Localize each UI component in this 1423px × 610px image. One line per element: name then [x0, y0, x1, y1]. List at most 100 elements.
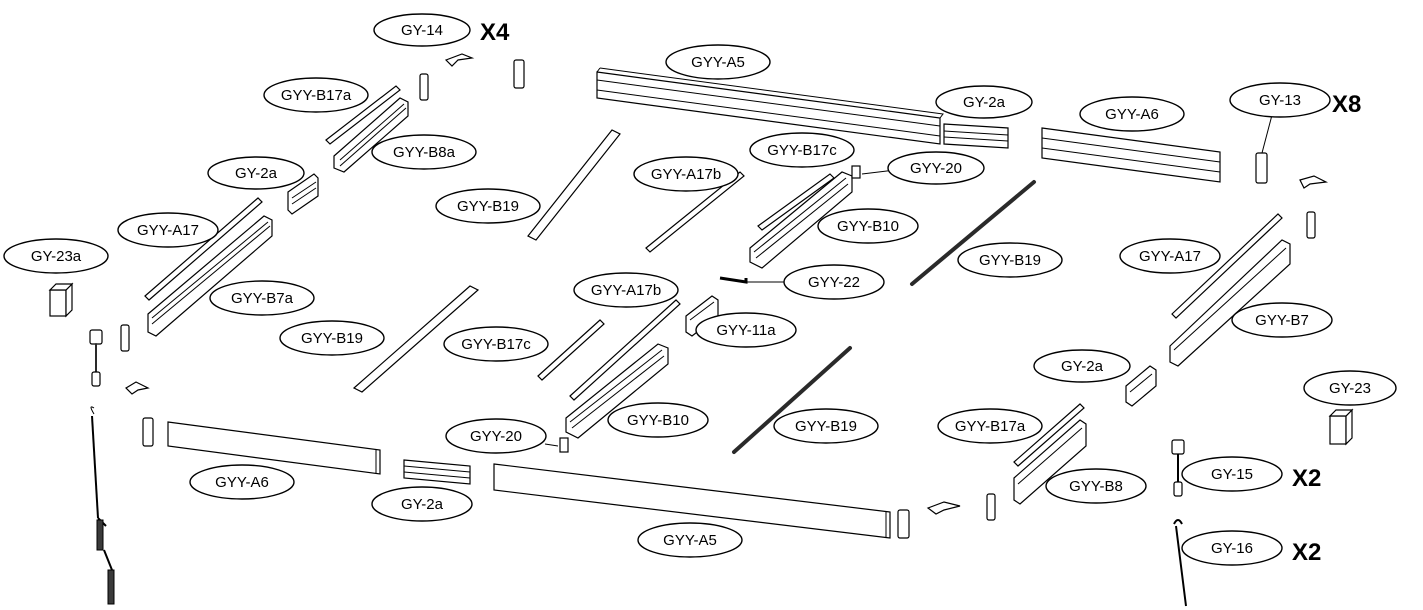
leader-lines: [544, 114, 1273, 447]
part-gy13-plates: [120, 59, 1316, 539]
svg-text:GYY-B17a: GYY-B17a: [281, 87, 352, 104]
label-gy15: GY-15: [1181, 456, 1283, 492]
svg-text:GYY-B7: GYY-B7: [1255, 312, 1309, 329]
part-gyy-b10-channels: [565, 171, 853, 439]
part-gyy-b19-rods: [352, 129, 1036, 454]
svg-text:GYY-B8: GYY-B8: [1069, 478, 1123, 495]
svg-text:GYY-22: GYY-22: [808, 274, 860, 291]
label-gyy-a17b-1: GYY-A17b: [633, 156, 739, 192]
part-gy14-brackets: [125, 53, 1329, 515]
part-gyy-b17a-left: [325, 85, 401, 145]
svg-text:GYY-B19: GYY-B19: [795, 418, 857, 435]
svg-text:GY-16: GY-16: [1211, 540, 1253, 557]
svg-text:GYY-A17: GYY-A17: [1139, 248, 1201, 265]
label-gyy-b10-2: GYY-B10: [607, 402, 709, 438]
part-gyy-a17-right: [1171, 213, 1283, 319]
part-gy15-right: [1171, 439, 1185, 497]
svg-text:GYY-B19: GYY-B19: [979, 252, 1041, 269]
label-gyy-20-bottom: GYY-20: [445, 418, 547, 454]
svg-text:GYY-A5: GYY-A5: [663, 532, 717, 549]
label-gyy-b17a-right: GYY-B17a: [937, 408, 1043, 444]
label-gyy-b8: GYY-B8: [1045, 468, 1147, 504]
label-gyy-b17c-1: GYY-B17c: [749, 132, 855, 168]
svg-text:GYY-20: GYY-20: [910, 160, 962, 177]
label-gy13: GY-13: [1229, 82, 1331, 118]
leader-gy13: [1261, 114, 1273, 154]
svg-text:GYY-B19: GYY-B19: [301, 330, 363, 347]
svg-text:GYY-A17: GYY-A17: [137, 222, 199, 239]
part-gyy-a6-top: [1041, 127, 1221, 183]
label-gy23a: GY-23a: [3, 238, 109, 274]
part-gy23a: [48, 282, 74, 318]
label-gyy-b19-2: GYY-B19: [957, 242, 1063, 278]
svg-text:GYY-B7a: GYY-B7a: [231, 290, 294, 307]
part-gyy-b7a: [147, 215, 273, 337]
svg-text:GYY-B8a: GYY-B8a: [393, 144, 456, 161]
svg-text:GYY-B19: GYY-B19: [457, 198, 519, 215]
svg-text:GYY-A17b: GYY-A17b: [651, 166, 721, 183]
qty-gy14: X4: [480, 19, 510, 46]
svg-text:GY-2a: GY-2a: [1061, 358, 1104, 375]
label-gyy-b19-1: GYY-B19: [435, 188, 541, 224]
svg-text:GY-2a: GY-2a: [401, 496, 444, 513]
label-gyy-a5-top: GYY-A5: [665, 44, 771, 80]
svg-text:GYY-B17a: GYY-B17a: [955, 418, 1026, 435]
label-gyy-a6-bottom: GYY-A6: [189, 464, 295, 500]
label-gy14: GY-14: [373, 13, 471, 47]
svg-text:GY-23: GY-23: [1329, 380, 1371, 397]
svg-text:GYY-11a: GYY-11a: [716, 322, 776, 339]
part-gyy-b8: [1013, 419, 1087, 505]
label-gyy-b19-3: GYY-B19: [279, 320, 385, 356]
label-gy23: GY-23: [1303, 370, 1397, 406]
label-gyy-b7a: GYY-B7a: [209, 280, 315, 316]
svg-text:GY-23a: GY-23a: [31, 248, 82, 265]
part-gy2a-right: [1125, 365, 1157, 407]
label-gyy-b19-4: GYY-B19: [773, 408, 879, 444]
label-gyy-22: GYY-22: [783, 264, 885, 300]
part-gy2a-bottom: [403, 459, 471, 485]
label-gy2a-right: GY-2a: [1033, 349, 1131, 383]
svg-text:GYY-B10: GYY-B10: [627, 412, 689, 429]
label-gyy-a6-top: GYY-A6: [1079, 96, 1185, 132]
part-gy23: [1328, 408, 1354, 446]
svg-text:GYY-20: GYY-20: [470, 428, 522, 445]
part-gy16-right: [1173, 519, 1187, 607]
part-gy15-left: [89, 329, 103, 387]
label-gy2a-left: GY-2a: [207, 156, 305, 190]
part-gy2a-left: [287, 173, 319, 215]
label-gyy-b10-1: GYY-B10: [817, 208, 919, 244]
part-gyy-a17b-strips: [569, 171, 745, 401]
part-gyy-b17c-strips: [537, 173, 835, 381]
svg-text:GYY-A6: GYY-A6: [1105, 106, 1159, 123]
label-gyy-a17-right: GYY-A17: [1119, 238, 1221, 274]
label-gyy-b7: GYY-B7: [1231, 302, 1333, 338]
part-gyy-22: [719, 276, 748, 284]
label-gyy-b8a: GYY-B8a: [371, 134, 477, 170]
svg-text:GY-14: GY-14: [401, 22, 443, 39]
qty-gy16: X2: [1292, 539, 1321, 566]
part-gy2a-top: [943, 123, 1009, 149]
qty-gy13: X8: [1332, 91, 1361, 118]
svg-text:GY-15: GY-15: [1211, 466, 1253, 483]
part-gyy-b17a-right: [1013, 403, 1085, 467]
part-gyy-a17-left: [144, 197, 263, 301]
label-gyy-a5-bottom: GYY-A5: [637, 522, 743, 558]
label-gyy-11a: GYY-11a: [695, 312, 797, 348]
svg-text:GY-2a: GY-2a: [235, 165, 278, 182]
qty-gy15: X2: [1292, 465, 1321, 492]
part-gyy-b8a: [333, 97, 409, 173]
svg-text:GYY-A17b: GYY-A17b: [591, 282, 661, 299]
part-gy16-left: [90, 406, 115, 605]
svg-text:GYY-A6: GYY-A6: [215, 474, 269, 491]
label-gy16: GY-16: [1181, 530, 1283, 566]
label-gy2a-top: GY-2a: [935, 85, 1033, 119]
label-gyy-20-top: GYY-20: [887, 151, 985, 185]
parts-layer: [48, 53, 1354, 607]
svg-text:GY-2a: GY-2a: [963, 94, 1006, 111]
svg-text:GYY-B10: GYY-B10: [837, 218, 899, 235]
label-gyy-b17c-2: GYY-B17c: [443, 326, 549, 362]
part-gyy-20: [559, 165, 861, 453]
svg-text:GY-13: GY-13: [1259, 92, 1301, 109]
leader-gyy-20-bottom: [544, 443, 559, 447]
